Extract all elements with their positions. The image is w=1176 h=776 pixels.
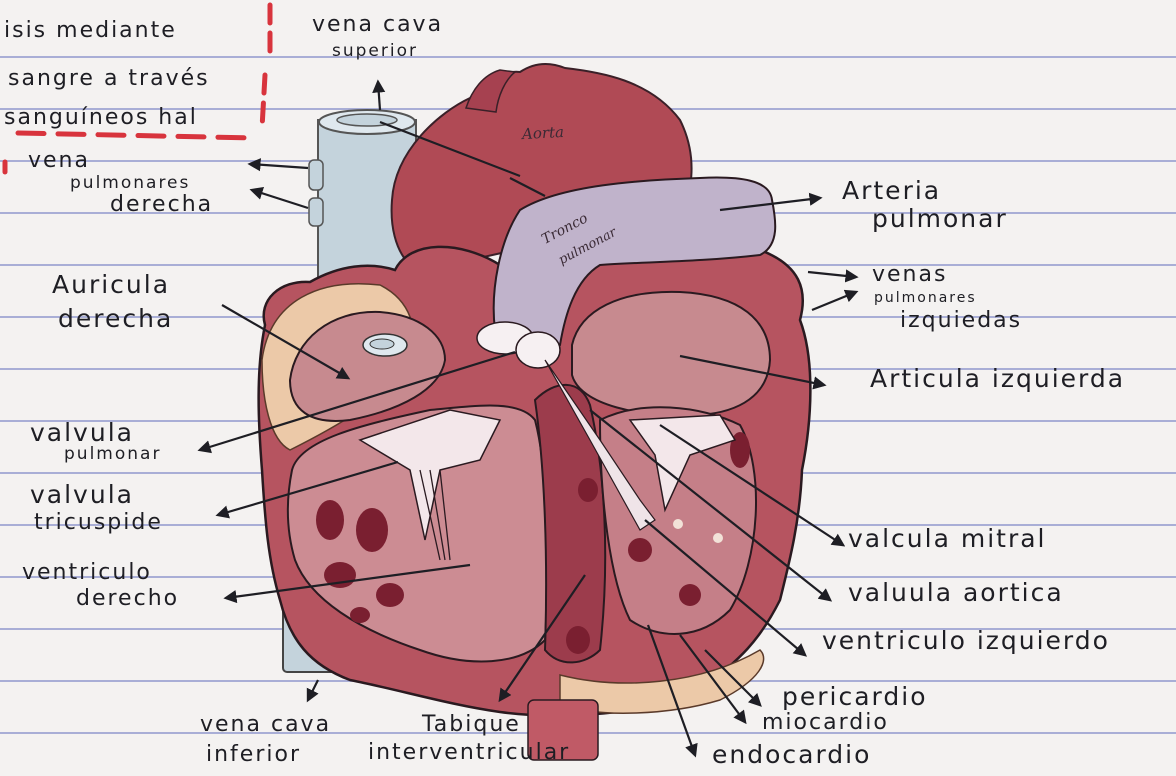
label-endocardio: endocardio [712,742,871,767]
note-line-2: sangre a través [8,68,210,90]
label-valvula-aortica: valuula aortica [848,580,1064,605]
label-venas-pulmonares-derecha-2: pulmonares [70,175,190,192]
label-auricula-derecha-1: Auricula [52,272,170,297]
label-venas-pulmonares-izq-2: pulmonares [874,291,977,305]
label-pericardio: pericardio [782,684,928,709]
label-arteria-pulmonar-2: pulmonar [872,206,1008,231]
label-vena-cava-superior-2: superior [332,43,418,60]
note-line-3: sanguíneos hal [4,107,198,129]
aorta-inner-label: Aorta [522,125,565,142]
label-tabique-2: interventricular [368,742,570,764]
label-vena-cava-inferior-1: vena cava [200,714,331,736]
label-valvula-mitral: valcula mitral [848,526,1047,551]
label-valvula-tricuspide-1: valvula [30,482,134,507]
label-auricula-derecha-2: derecha [58,306,173,331]
label-valvula-pulmonar-1: valvula [30,420,134,445]
label-tabique-1: Tabique [422,714,521,736]
label-vena-cava-superior-1: vena cava [312,14,443,36]
septum-shape [535,385,605,663]
label-venas-pulmonares-derecha-1: vena [28,150,90,172]
label-vena-cava-inferior-2: inferior [206,744,301,766]
label-ventriculo-derecho-1: ventriculo [22,562,152,584]
label-ventriculo-derecho-2: derecho [76,588,179,610]
label-venas-pulmonares-izq-3: izquiedas [900,310,1022,332]
label-miocardio: miocardio [762,712,889,734]
label-valvula-tricuspide-2: tricuspide [34,512,163,534]
label-venas-pulmonares-izq-1: venas [872,264,947,286]
label-ventriculo-izquierdo: ventriculo izquierdo [822,628,1110,653]
label-venas-pulmonares-derecha-3: derecha [110,194,213,216]
note-line-1: isis mediante [4,20,177,42]
label-auricula-izquierda: Articula izquierda [870,366,1125,391]
left-atrium-shape [572,292,770,416]
label-arteria-pulmonar-1: Arteria [842,178,941,203]
label-valvula-pulmonar-2: pulmonar [64,446,161,463]
